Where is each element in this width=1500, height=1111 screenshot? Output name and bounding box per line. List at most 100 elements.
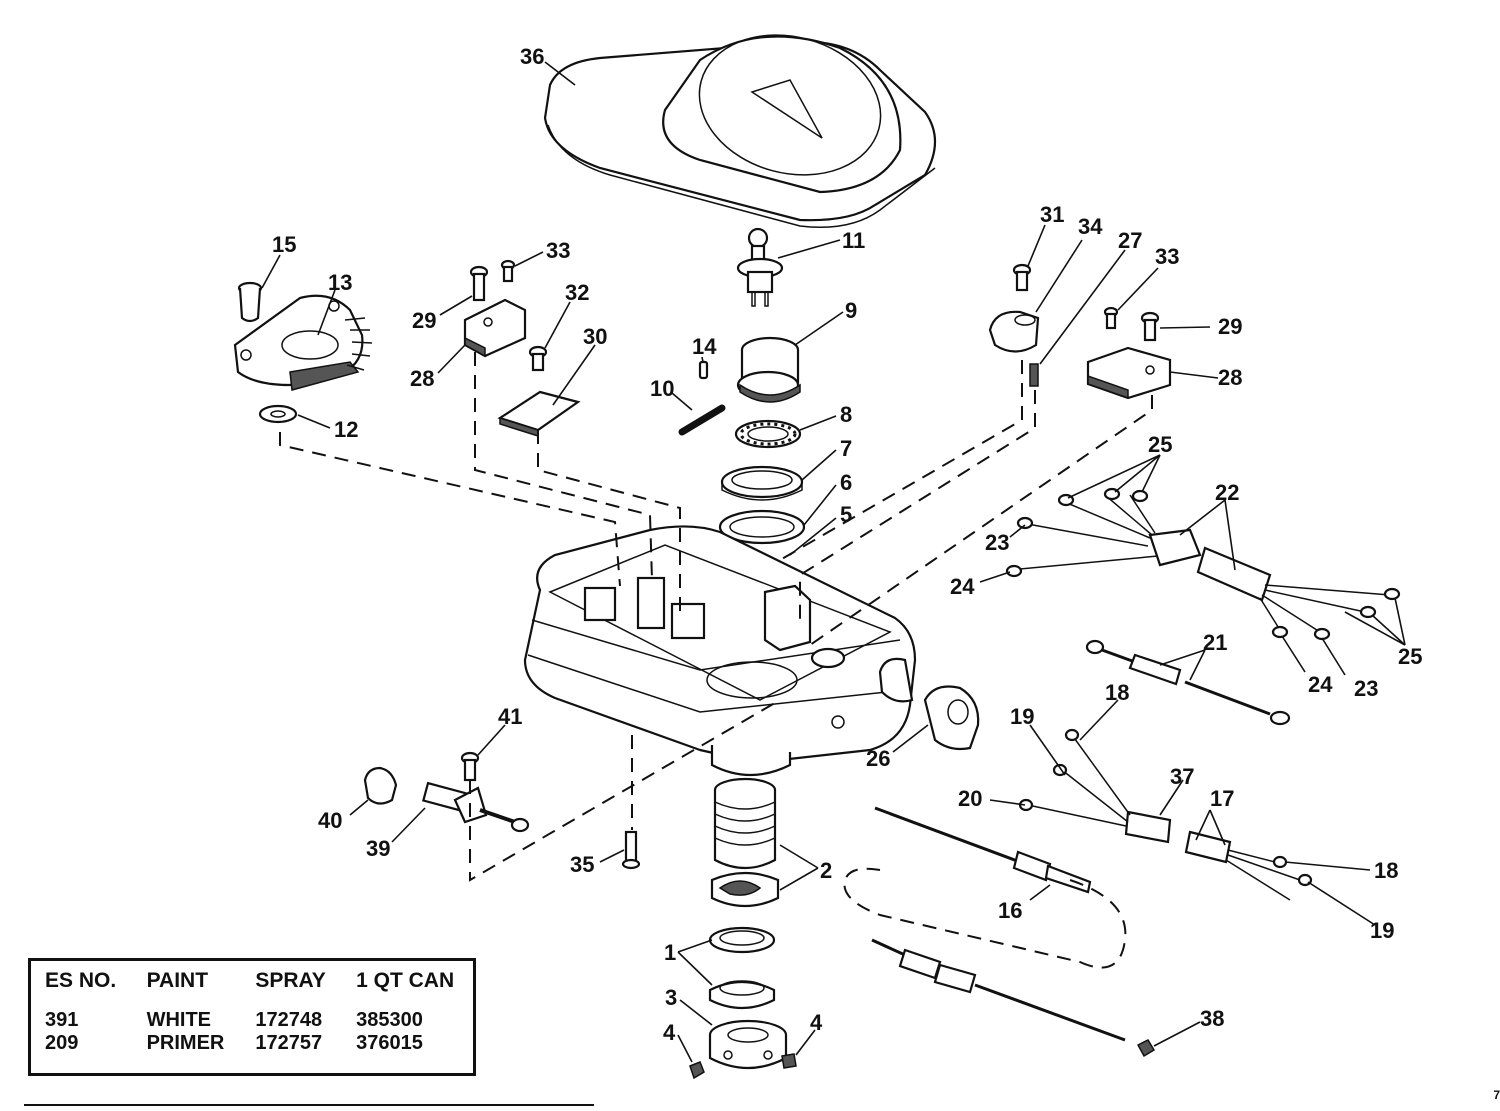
callout-23-right: 23 bbox=[1354, 676, 1378, 701]
collar-part-3 bbox=[708, 1019, 788, 1070]
callout-2: 2 bbox=[820, 858, 832, 883]
callout-9: 9 bbox=[845, 298, 857, 323]
table-row: 391 WHITE 172748 385300 bbox=[31, 1009, 473, 1032]
callout-18-bottom: 18 bbox=[1374, 858, 1398, 883]
paint-table-grid: ES NO. PAINT SPRAY 1 QT CAN 391 WHITE 17… bbox=[31, 967, 473, 1055]
callout-25-right: 25 bbox=[1398, 644, 1422, 669]
callout-26: 26 bbox=[866, 746, 890, 771]
callout-7: 7 bbox=[840, 436, 852, 461]
callout-1: 1 bbox=[664, 940, 676, 965]
cell-spray: 172748 bbox=[255, 1009, 323, 1031]
paint-table: ES NO. PAINT SPRAY 1 QT CAN 391 WHITE 17… bbox=[28, 958, 476, 1076]
gear-sleeve-part-9 bbox=[736, 336, 801, 403]
callout-14: 14 bbox=[692, 334, 717, 359]
callout-4-left: 4 bbox=[663, 1020, 676, 1045]
nut-part-38 bbox=[1136, 1039, 1156, 1058]
lead-part-21 bbox=[1085, 639, 1291, 726]
callout-34: 34 bbox=[1078, 214, 1103, 239]
callout-20: 20 bbox=[958, 786, 982, 811]
cell-es-no: 209 bbox=[45, 1032, 79, 1054]
assembly-guide-lines bbox=[279, 352, 1153, 882]
sleeve-part-2 bbox=[710, 777, 780, 908]
cell-paint: PRIMER bbox=[146, 1032, 225, 1054]
screw-part-33-right bbox=[1103, 306, 1119, 330]
callout-4-right: 4 bbox=[810, 1010, 823, 1035]
ring-part-6 bbox=[718, 509, 806, 545]
housing-body bbox=[523, 525, 917, 777]
callout-30: 30 bbox=[583, 324, 607, 349]
bracket-part-28-left bbox=[463, 298, 527, 358]
header-paint: PAINT bbox=[146, 969, 209, 992]
clip-part-30 bbox=[497, 390, 581, 438]
screw-part-33-left bbox=[500, 259, 516, 283]
callout-16: 16 bbox=[998, 898, 1022, 923]
pin-part-10 bbox=[678, 404, 726, 436]
callout-10: 10 bbox=[650, 376, 674, 401]
callout-37: 37 bbox=[1170, 764, 1194, 789]
washer-part-12 bbox=[258, 404, 298, 424]
switch-part-11 bbox=[736, 227, 784, 307]
cable-part-16 bbox=[843, 806, 1127, 1042]
callout-38: 38 bbox=[1200, 1006, 1224, 1031]
callout-11: 11 bbox=[842, 228, 865, 253]
pin-part-14 bbox=[698, 360, 709, 380]
callout-41: 41 bbox=[498, 704, 522, 729]
header-spray: SPRAY bbox=[255, 969, 326, 992]
callout-18-top: 18 bbox=[1105, 680, 1129, 705]
bottom-rule bbox=[24, 1104, 594, 1106]
callout-28-left: 28 bbox=[410, 366, 434, 391]
lead-part-39 bbox=[422, 781, 530, 833]
grommet-part-26 bbox=[923, 685, 980, 751]
callout-3: 3 bbox=[665, 985, 677, 1010]
callout-5: 5 bbox=[840, 502, 852, 527]
pin-part-15 bbox=[237, 281, 263, 323]
screw-part-32 bbox=[528, 345, 548, 372]
callout-36: 36 bbox=[520, 44, 544, 69]
callout-17: 17 bbox=[1210, 786, 1234, 811]
callout-24-right: 24 bbox=[1308, 672, 1333, 697]
harness-part-22 bbox=[1005, 487, 1401, 641]
setscrew-part-4-right bbox=[781, 1053, 797, 1069]
bracket-part-28-right bbox=[1086, 346, 1172, 400]
callout-15: 15 bbox=[272, 232, 296, 257]
spring-part-27 bbox=[1029, 363, 1039, 387]
cover-part-36 bbox=[543, 34, 936, 229]
callout-19-bottom: 19 bbox=[1370, 918, 1394, 943]
callout-27: 27 bbox=[1118, 228, 1142, 253]
cap-part-40 bbox=[363, 766, 398, 805]
bushing-part-1 bbox=[708, 926, 776, 1010]
screw-part-29-left bbox=[469, 265, 489, 302]
gear-plate-part-13 bbox=[233, 294, 373, 391]
callout-12: 12 bbox=[334, 417, 358, 442]
screw-part-31 bbox=[1012, 263, 1032, 292]
callout-29-right: 29 bbox=[1218, 314, 1242, 339]
callout-33-left: 33 bbox=[546, 238, 570, 263]
callout-32: 32 bbox=[565, 280, 589, 305]
screw-part-35 bbox=[621, 830, 641, 870]
corner-code: 7 bbox=[1493, 1088, 1500, 1102]
callout-labels: 36 11 9 14 10 8 7 6 5 15 13 12 29 33 28 … bbox=[272, 44, 1422, 1045]
callout-24-left: 24 bbox=[950, 574, 975, 599]
cell-qt-can: 385300 bbox=[356, 1009, 423, 1031]
cell-paint: WHITE bbox=[146, 1009, 212, 1031]
ring-part-7 bbox=[720, 465, 804, 501]
screw-part-41 bbox=[460, 751, 480, 782]
header-1-qt-can: 1 QT CAN bbox=[356, 969, 455, 992]
cell-spray: 172757 bbox=[255, 1032, 323, 1054]
callout-28-right: 28 bbox=[1218, 365, 1242, 390]
callout-35: 35 bbox=[570, 852, 594, 877]
callout-6: 6 bbox=[840, 470, 852, 495]
callout-21: 21 bbox=[1203, 630, 1227, 655]
cell-qt-can: 376015 bbox=[356, 1032, 423, 1054]
callout-31: 31 bbox=[1040, 202, 1064, 227]
callout-40: 40 bbox=[318, 808, 342, 833]
callout-39: 39 bbox=[366, 836, 390, 861]
screw-part-29-right bbox=[1140, 311, 1160, 342]
header-es-no: ES NO. bbox=[45, 969, 117, 992]
callout-33-right: 33 bbox=[1155, 244, 1179, 269]
callout-19-top: 19 bbox=[1010, 704, 1034, 729]
callout-22: 22 bbox=[1215, 480, 1239, 505]
paint-table-header-row: ES NO. PAINT SPRAY 1 QT CAN bbox=[31, 967, 473, 1009]
setscrew-part-4-left bbox=[689, 1061, 705, 1080]
